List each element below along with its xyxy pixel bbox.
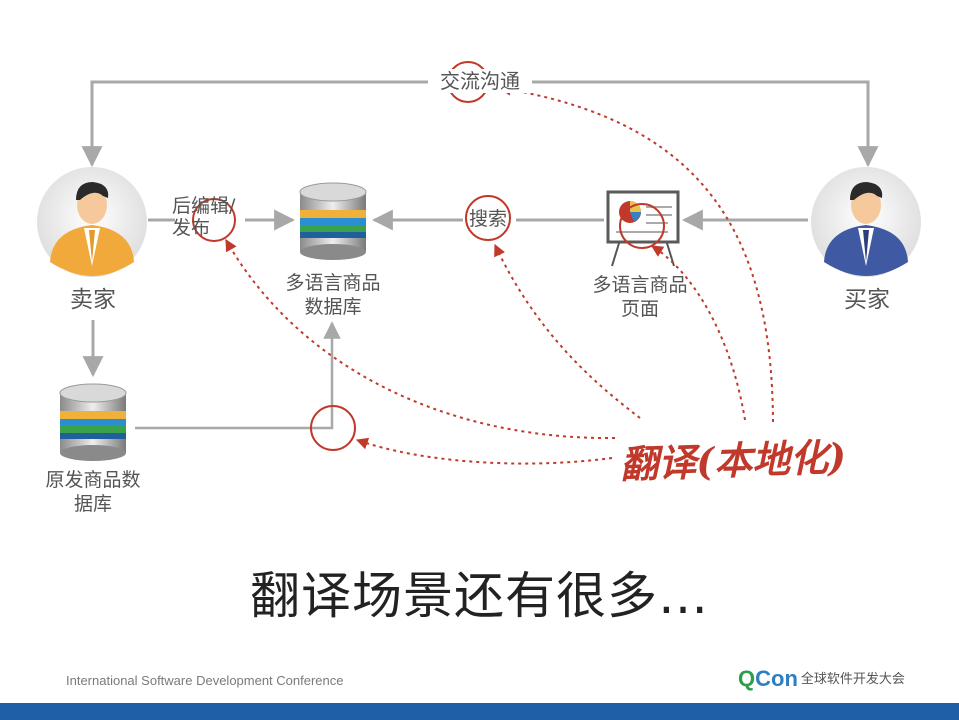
- database-icon: [299, 182, 367, 260]
- orig-to-ml-db-arrow: [135, 321, 341, 430]
- logo-subtitle: 全球软件开发大会: [800, 672, 905, 687]
- translation-curve-post-edit: [225, 238, 616, 440]
- buyer-avatar: [811, 167, 921, 277]
- ml-db-label-line2: 数据库: [304, 296, 362, 318]
- communication-label: 交流沟通: [428, 69, 532, 93]
- presentation-board-icon: [606, 190, 680, 267]
- post-edit-label: 后编辑/ 发布: [172, 195, 262, 239]
- translation-curve-search: [494, 243, 641, 419]
- post-edit-label-line1: 后编辑/: [172, 195, 236, 217]
- seller-avatar: [37, 167, 147, 277]
- logo-q: Q: [738, 666, 756, 691]
- ml-page-label-line2: 页面: [620, 298, 659, 320]
- database-icon: [59, 383, 127, 461]
- search-label: 搜索: [468, 208, 507, 230]
- slide-caption: 翻译场景还有很多…: [250, 567, 709, 625]
- ml-db-label-line1: 多语言商品: [285, 272, 381, 294]
- conference-name: International Software Development Confe…: [66, 673, 344, 688]
- orig-db-label-line2: 据库: [73, 493, 112, 515]
- translation-curve-communication: [498, 83, 774, 423]
- ml-db-label: 多语言商品 数据库: [263, 271, 403, 319]
- orig-db-label: 原发商品数 据库: [20, 468, 166, 516]
- highlight-circle-post-edit: [192, 198, 236, 242]
- orig-db-label-line1: 原发商品数: [45, 469, 141, 491]
- translation-localization-callout: 翻译(本地化): [619, 434, 847, 487]
- translation-curve-merge: [355, 437, 613, 465]
- ml-page-label-line1: 多语言商品: [592, 274, 688, 296]
- highlight-circle-page: [619, 203, 665, 249]
- logo-con: Con: [755, 666, 798, 691]
- highlight-circle-search: [465, 195, 511, 241]
- highlight-circle-merge: [310, 405, 356, 451]
- buyer-label: 买家: [844, 287, 890, 313]
- footer-bar: [0, 703, 959, 720]
- post-edit-label-line2: 发布: [172, 217, 211, 239]
- communication-loop-arrow: [81, 80, 879, 168]
- ml-page-label: 多语言商品 页面: [570, 273, 710, 321]
- seller-label: 卖家: [70, 287, 116, 313]
